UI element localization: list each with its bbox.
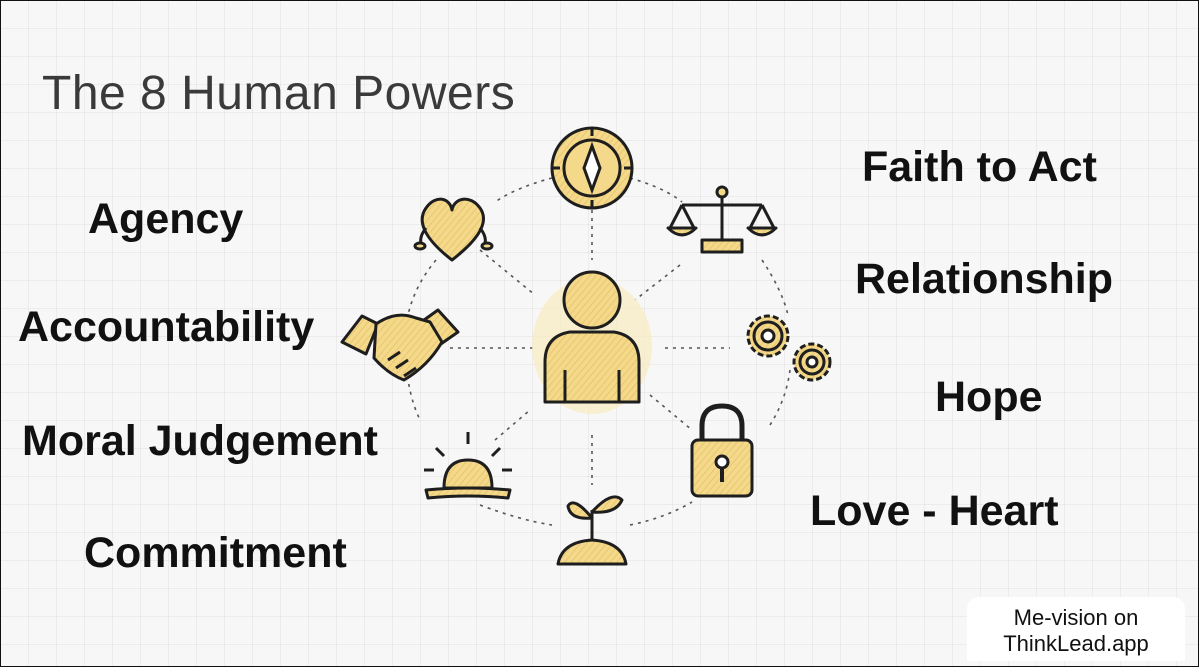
spoke-connectors: [450, 210, 730, 485]
power-label-faith-to-act: Faith to Act: [862, 143, 1097, 191]
heart-icon: [413, 197, 494, 262]
padlock-icon: [690, 403, 754, 498]
power-label-agency: Agency: [88, 195, 244, 243]
compass-icon: [550, 126, 634, 210]
badge-line-2: ThinkLead.app: [1003, 631, 1149, 656]
page-title: The 8 Human Powers: [42, 67, 516, 120]
powers-diagram: [340, 126, 832, 566]
sunrise-icon: [424, 432, 512, 500]
handshake-icon: [340, 308, 460, 382]
power-label-commitment: Commitment: [84, 529, 347, 577]
power-label-love-heart: Love - Heart: [810, 487, 1059, 535]
scales-icon: [666, 185, 778, 254]
sprout-icon: [556, 495, 628, 566]
power-label-accountability: Accountability: [18, 303, 315, 351]
power-label-moral-judgement: Moral Judgement: [22, 417, 378, 465]
power-label-hope: Hope: [935, 373, 1043, 421]
ring-connectors: [405, 177, 791, 526]
badge-line-1: Me-vision on: [1013, 605, 1139, 630]
person-icon: [532, 270, 652, 414]
power-label-relationship: Relationship: [855, 255, 1114, 303]
branding-badge: Me-vision on ThinkLead.app: [967, 597, 1185, 661]
gears-icon: [746, 314, 832, 382]
